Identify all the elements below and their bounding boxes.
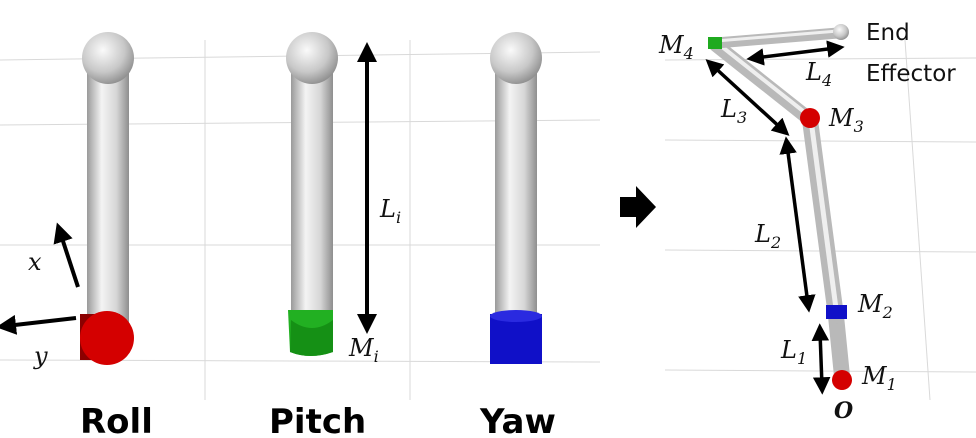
l3-arrow <box>705 59 790 136</box>
yaw-module <box>490 32 542 364</box>
yaw-joint <box>490 314 542 364</box>
arm-link-1 <box>828 308 850 384</box>
module-label: Mi <box>348 334 379 366</box>
roll-rod <box>87 68 129 338</box>
arm-label-l3: L3 <box>720 95 747 127</box>
caption-pitch: Pitch <box>269 402 366 438</box>
link-length-label: Li <box>379 195 401 227</box>
arm-label-m1: M1 <box>861 362 897 394</box>
arm-module-2 <box>826 305 847 319</box>
transition-arrow <box>620 186 656 228</box>
arm-module-3 <box>800 108 820 128</box>
yaw-ball <box>490 32 542 84</box>
arm-dimension-arrows <box>705 40 845 395</box>
end-effector-label-line1: End <box>866 20 910 46</box>
link-length-indicator: Li Mi <box>348 42 401 366</box>
arm-label-l1: L1 <box>780 336 807 368</box>
origin-label: O <box>834 398 853 424</box>
l2-arrow <box>779 136 816 313</box>
end-effector-label-line2: Effector <box>866 61 956 87</box>
arm-label-m4: M4 <box>658 31 694 63</box>
module-captions: Roll Pitch Yaw <box>80 402 556 438</box>
arm-labels: M1 M2 M3 M4 L1 L2 L3 L4 End Effector O <box>658 20 956 424</box>
pitch-rod <box>291 68 333 330</box>
y-axis-label: y <box>33 342 48 370</box>
roll-joint-face <box>80 311 134 365</box>
pitch-ball <box>286 32 338 84</box>
arm-label-m2: M2 <box>857 290 893 322</box>
x-axis-arrow <box>53 222 80 288</box>
arm-module-1 <box>832 370 852 390</box>
l1-arrow <box>811 323 831 395</box>
caption-roll: Roll <box>80 402 153 438</box>
roll-module <box>80 32 134 365</box>
y-axis-arrow <box>0 314 77 335</box>
arm-label-l4: L4 <box>805 58 832 90</box>
pitch-module <box>286 32 338 356</box>
caption-yaw: Yaw <box>479 402 556 438</box>
end-effector-ball <box>833 24 849 40</box>
roll-ball <box>82 32 134 84</box>
x-axis-label: x <box>28 248 42 276</box>
arm-module-4 <box>708 37 722 49</box>
arm-label-m3: M3 <box>828 104 864 136</box>
l4-arrow <box>746 40 845 66</box>
axis-arrows: x y <box>0 222 80 370</box>
arm-link-4 <box>710 27 844 49</box>
arm-label-l2: L2 <box>754 220 781 252</box>
yaw-rod <box>495 68 537 330</box>
